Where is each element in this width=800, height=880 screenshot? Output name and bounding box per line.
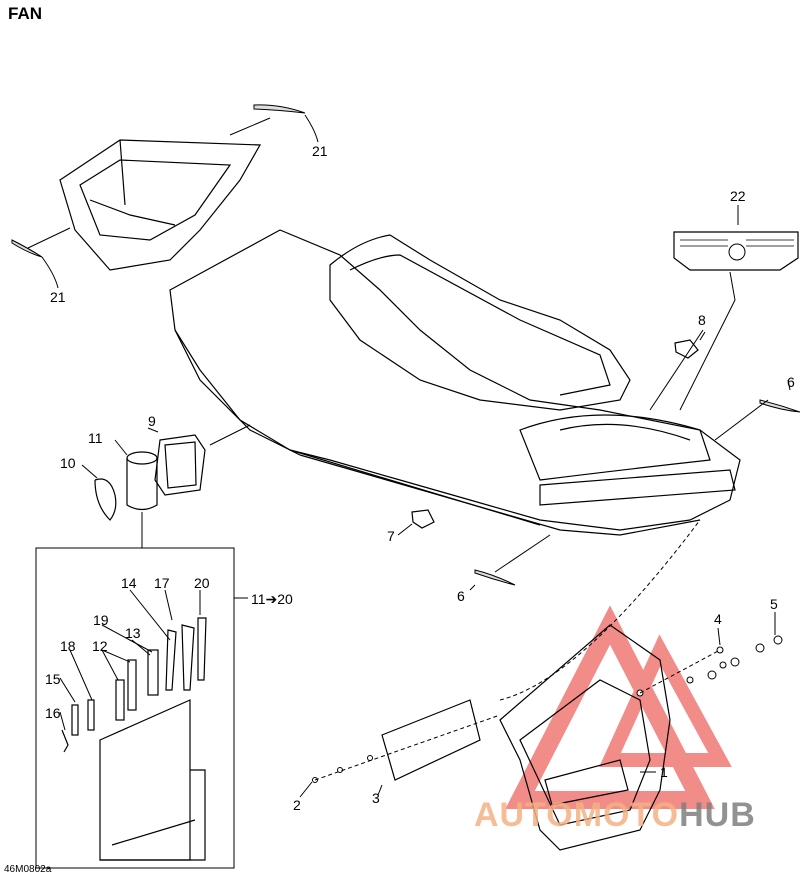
callout-4: 4 (714, 611, 722, 627)
watermark-part-moto: MOTO (573, 796, 680, 834)
callout-19: 19 (93, 612, 109, 628)
callout-21-left: 21 (50, 289, 66, 305)
trim-strip-6-bottom (474, 569, 516, 586)
callout-3: 3 (372, 790, 380, 806)
warning-label-part (673, 231, 799, 271)
callout-11: 11 (88, 430, 103, 446)
callout-6-bottom: 6 (457, 588, 465, 604)
watermark-part-hub: HUB (679, 796, 756, 834)
seat-part (329, 234, 631, 411)
callout-12: 12 (92, 638, 108, 654)
chassis-frame-part (169, 229, 741, 536)
callout-21-top: 21 (312, 143, 328, 159)
callout-1: 1 (660, 764, 668, 780)
callout-17: 17 (154, 575, 170, 591)
callout-13: 13 (125, 625, 141, 641)
callout-8: 8 (698, 312, 706, 328)
callout-15: 15 (45, 671, 61, 687)
callout-18: 18 (60, 638, 76, 654)
callout-9: 9 (148, 413, 156, 429)
callout-14: 14 (121, 575, 137, 591)
callout-6-right: 6 (787, 374, 795, 390)
trim-strip-left (11, 239, 43, 258)
fuse-box-part-9 (154, 434, 206, 496)
callout-7: 7 (387, 528, 395, 544)
callout-kit-range: 11➔20 (251, 591, 293, 607)
small-bracket-part-8 (674, 339, 699, 359)
watermark-logo-icon (505, 605, 732, 809)
tool-kit-tools (61, 617, 207, 861)
page-title: FAN (8, 4, 42, 23)
callout-22: 22 (730, 188, 746, 204)
strap-part-10 (94, 478, 117, 521)
windshield-panel-part-1 (499, 624, 671, 851)
trim-strip-top (253, 104, 306, 114)
callout-2: 2 (293, 797, 301, 813)
small-bracket-part-7 (411, 509, 435, 529)
watermark-text: AUTOMOTOHUB (474, 796, 756, 835)
callout-16: 16 (45, 705, 61, 721)
tool-kit-box (35, 547, 235, 869)
callout-10: 10 (60, 455, 76, 471)
plate-part-3 (381, 699, 481, 781)
watermark-part-auto: AUTO (474, 796, 574, 834)
belly-pan-part (59, 139, 262, 271)
callout-5: 5 (770, 596, 778, 612)
callout-20: 20 (194, 575, 210, 591)
tool-kit-bottle-part-11 (126, 451, 158, 511)
document-code: 46M0802a (4, 864, 52, 875)
